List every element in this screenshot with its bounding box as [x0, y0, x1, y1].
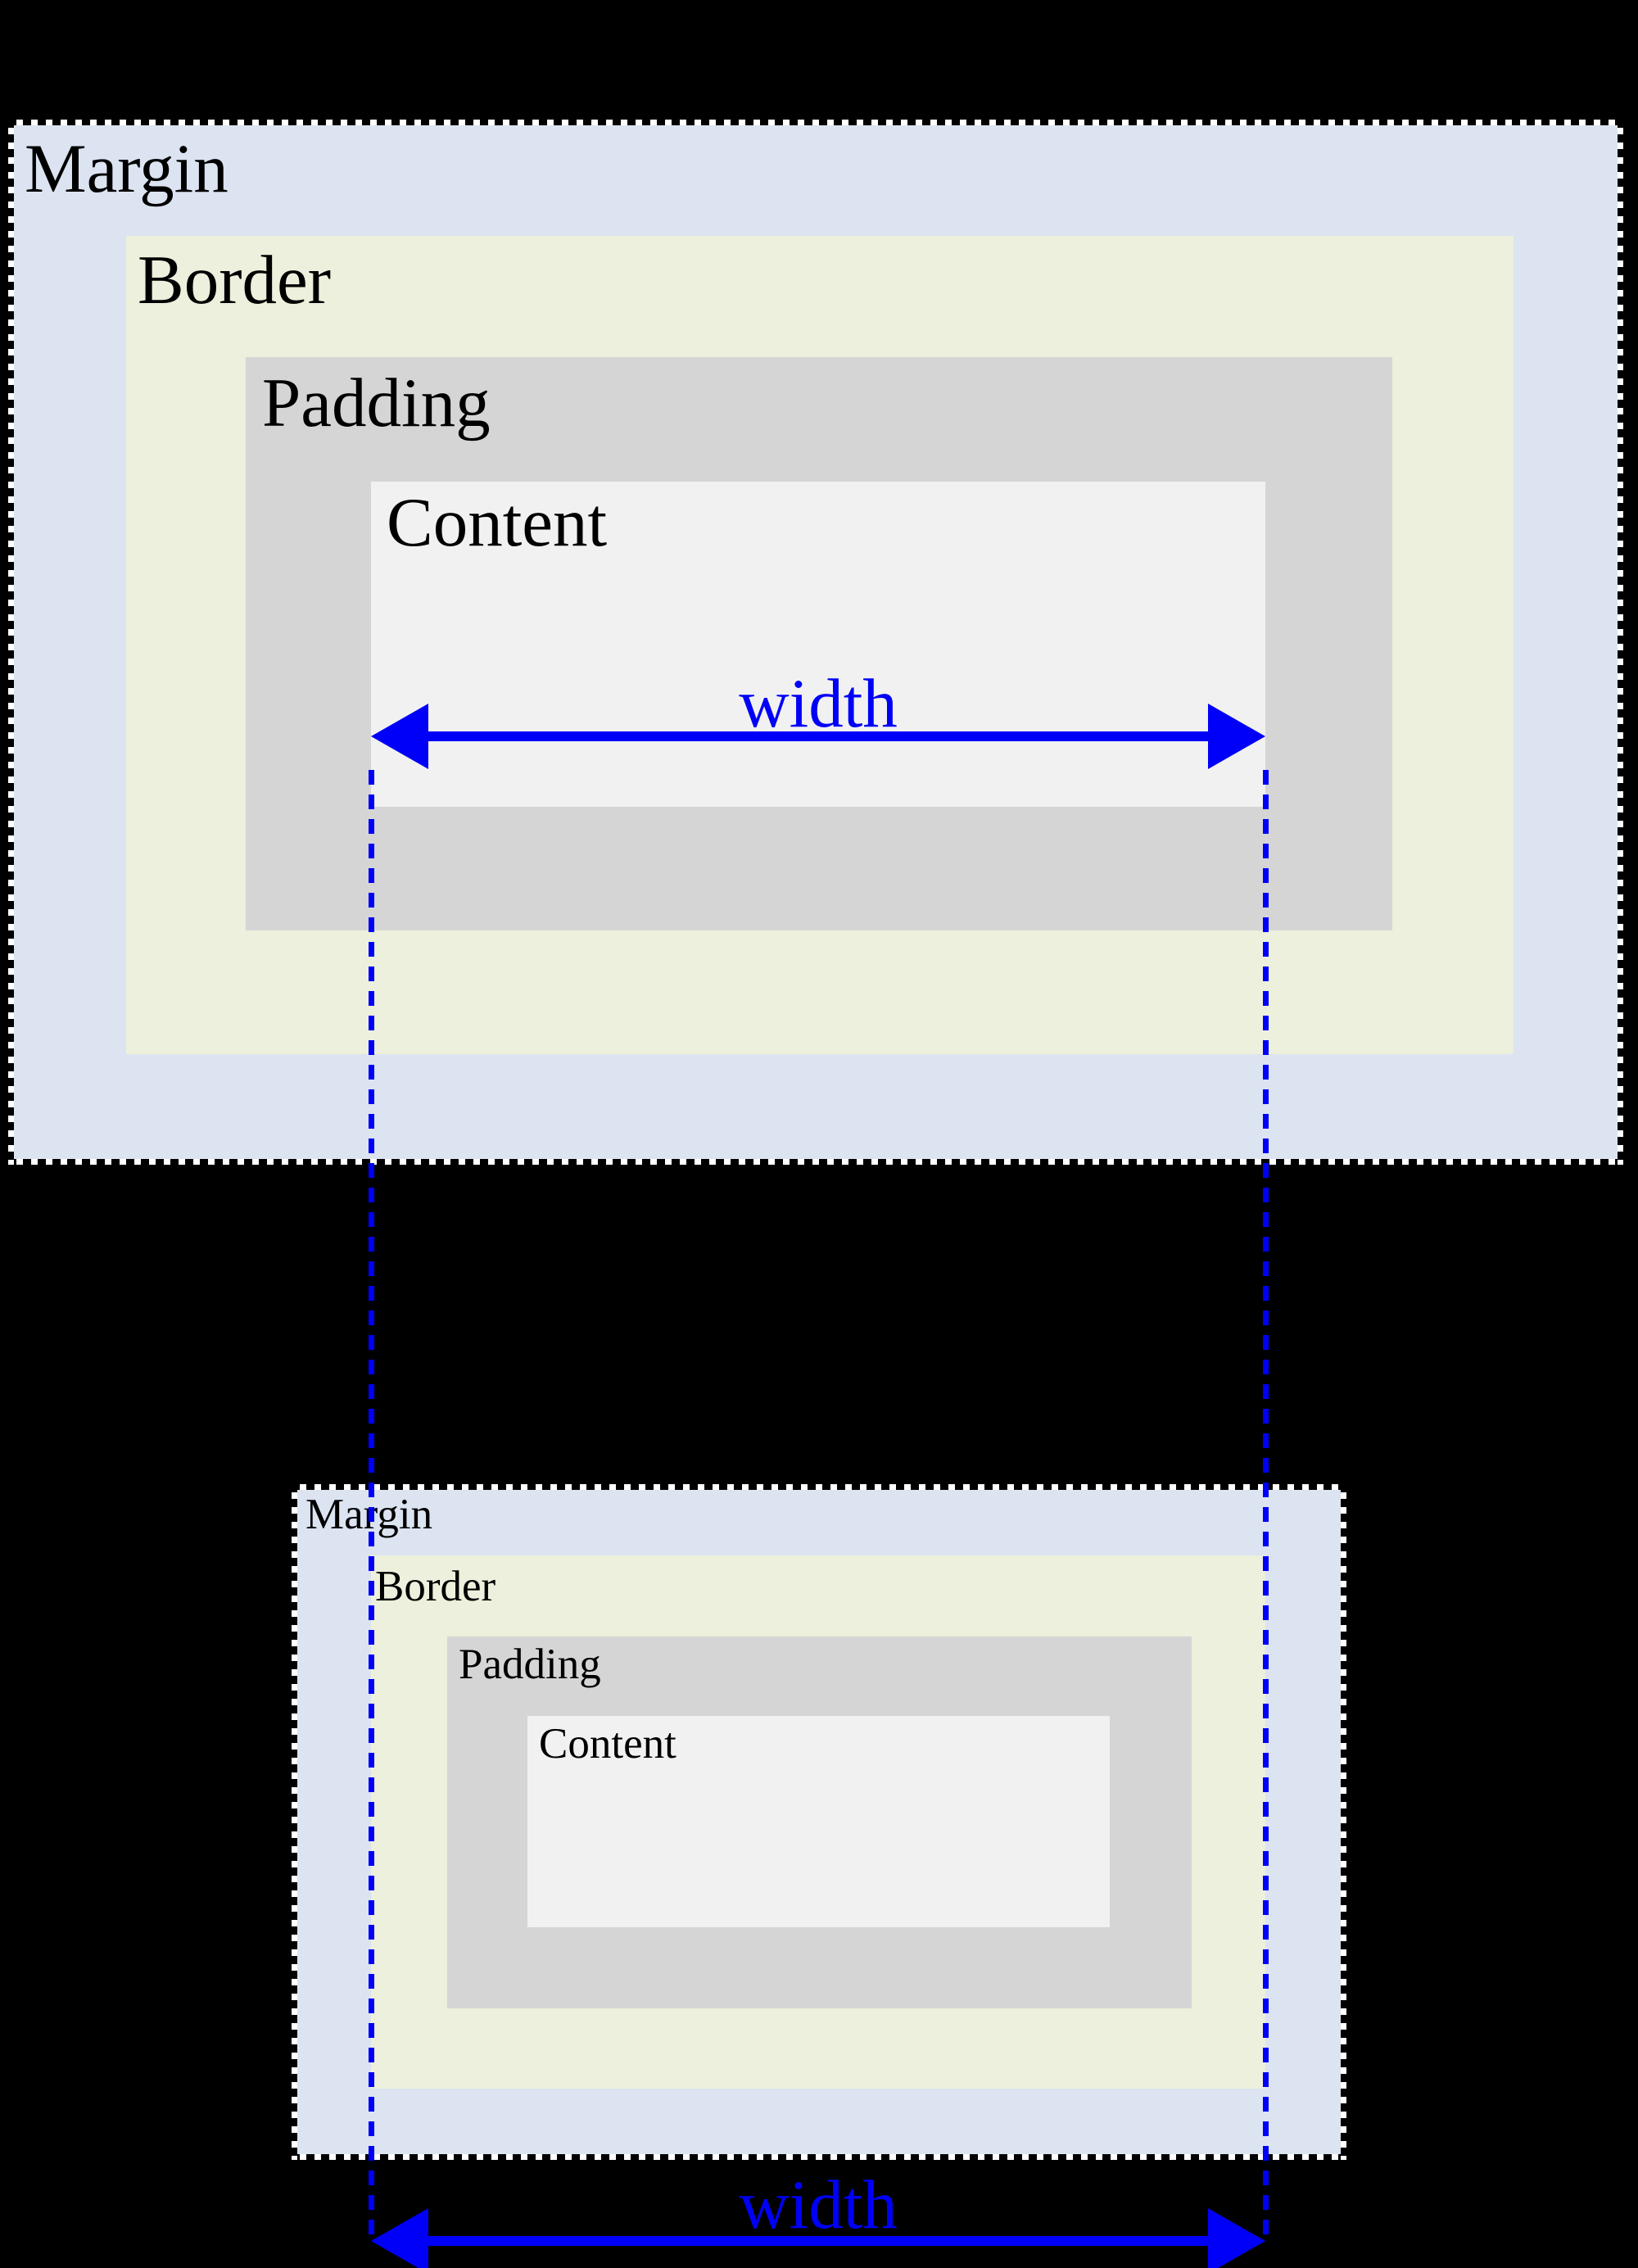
top-border-label: Border [138, 242, 332, 319]
dashed-border-left-edge [8, 120, 14, 1165]
arrowhead-right-icon [1208, 704, 1265, 769]
top-padding-label: Padding [262, 364, 491, 441]
dashed-border-top-edge [292, 1484, 1346, 1490]
bottom-content-label: Content [539, 1720, 676, 1768]
dashed-border-bottom-edge [292, 2154, 1346, 2160]
dashed-border-right-edge [1341, 1484, 1346, 2160]
right-guide-dashed-line [1263, 770, 1269, 2241]
dashed-border-top-edge [8, 120, 1623, 125]
left-guide-dashed-line [369, 770, 374, 2241]
top-width-label: width [739, 665, 898, 742]
arrowhead-right-icon [1208, 2208, 1265, 2268]
top-margin-label: Margin [25, 130, 229, 207]
dashed-border-bottom-edge [8, 1159, 1623, 1165]
bottom-width-arrow [371, 2208, 1265, 2268]
bottom-border-label: Border [375, 1563, 496, 1610]
top-content-label: Content [387, 484, 608, 561]
top-width-arrow [371, 704, 1265, 769]
dashed-border-left-edge [292, 1484, 297, 2160]
top-content-box [371, 482, 1265, 807]
arrow-line [396, 2236, 1241, 2246]
arrow-line [396, 731, 1241, 741]
bottom-padding-label: Padding [459, 1641, 601, 1688]
bottom-content-box [527, 1716, 1110, 1927]
bottom-width-label: width [739, 2166, 898, 2243]
dashed-border-right-edge [1618, 120, 1623, 1165]
